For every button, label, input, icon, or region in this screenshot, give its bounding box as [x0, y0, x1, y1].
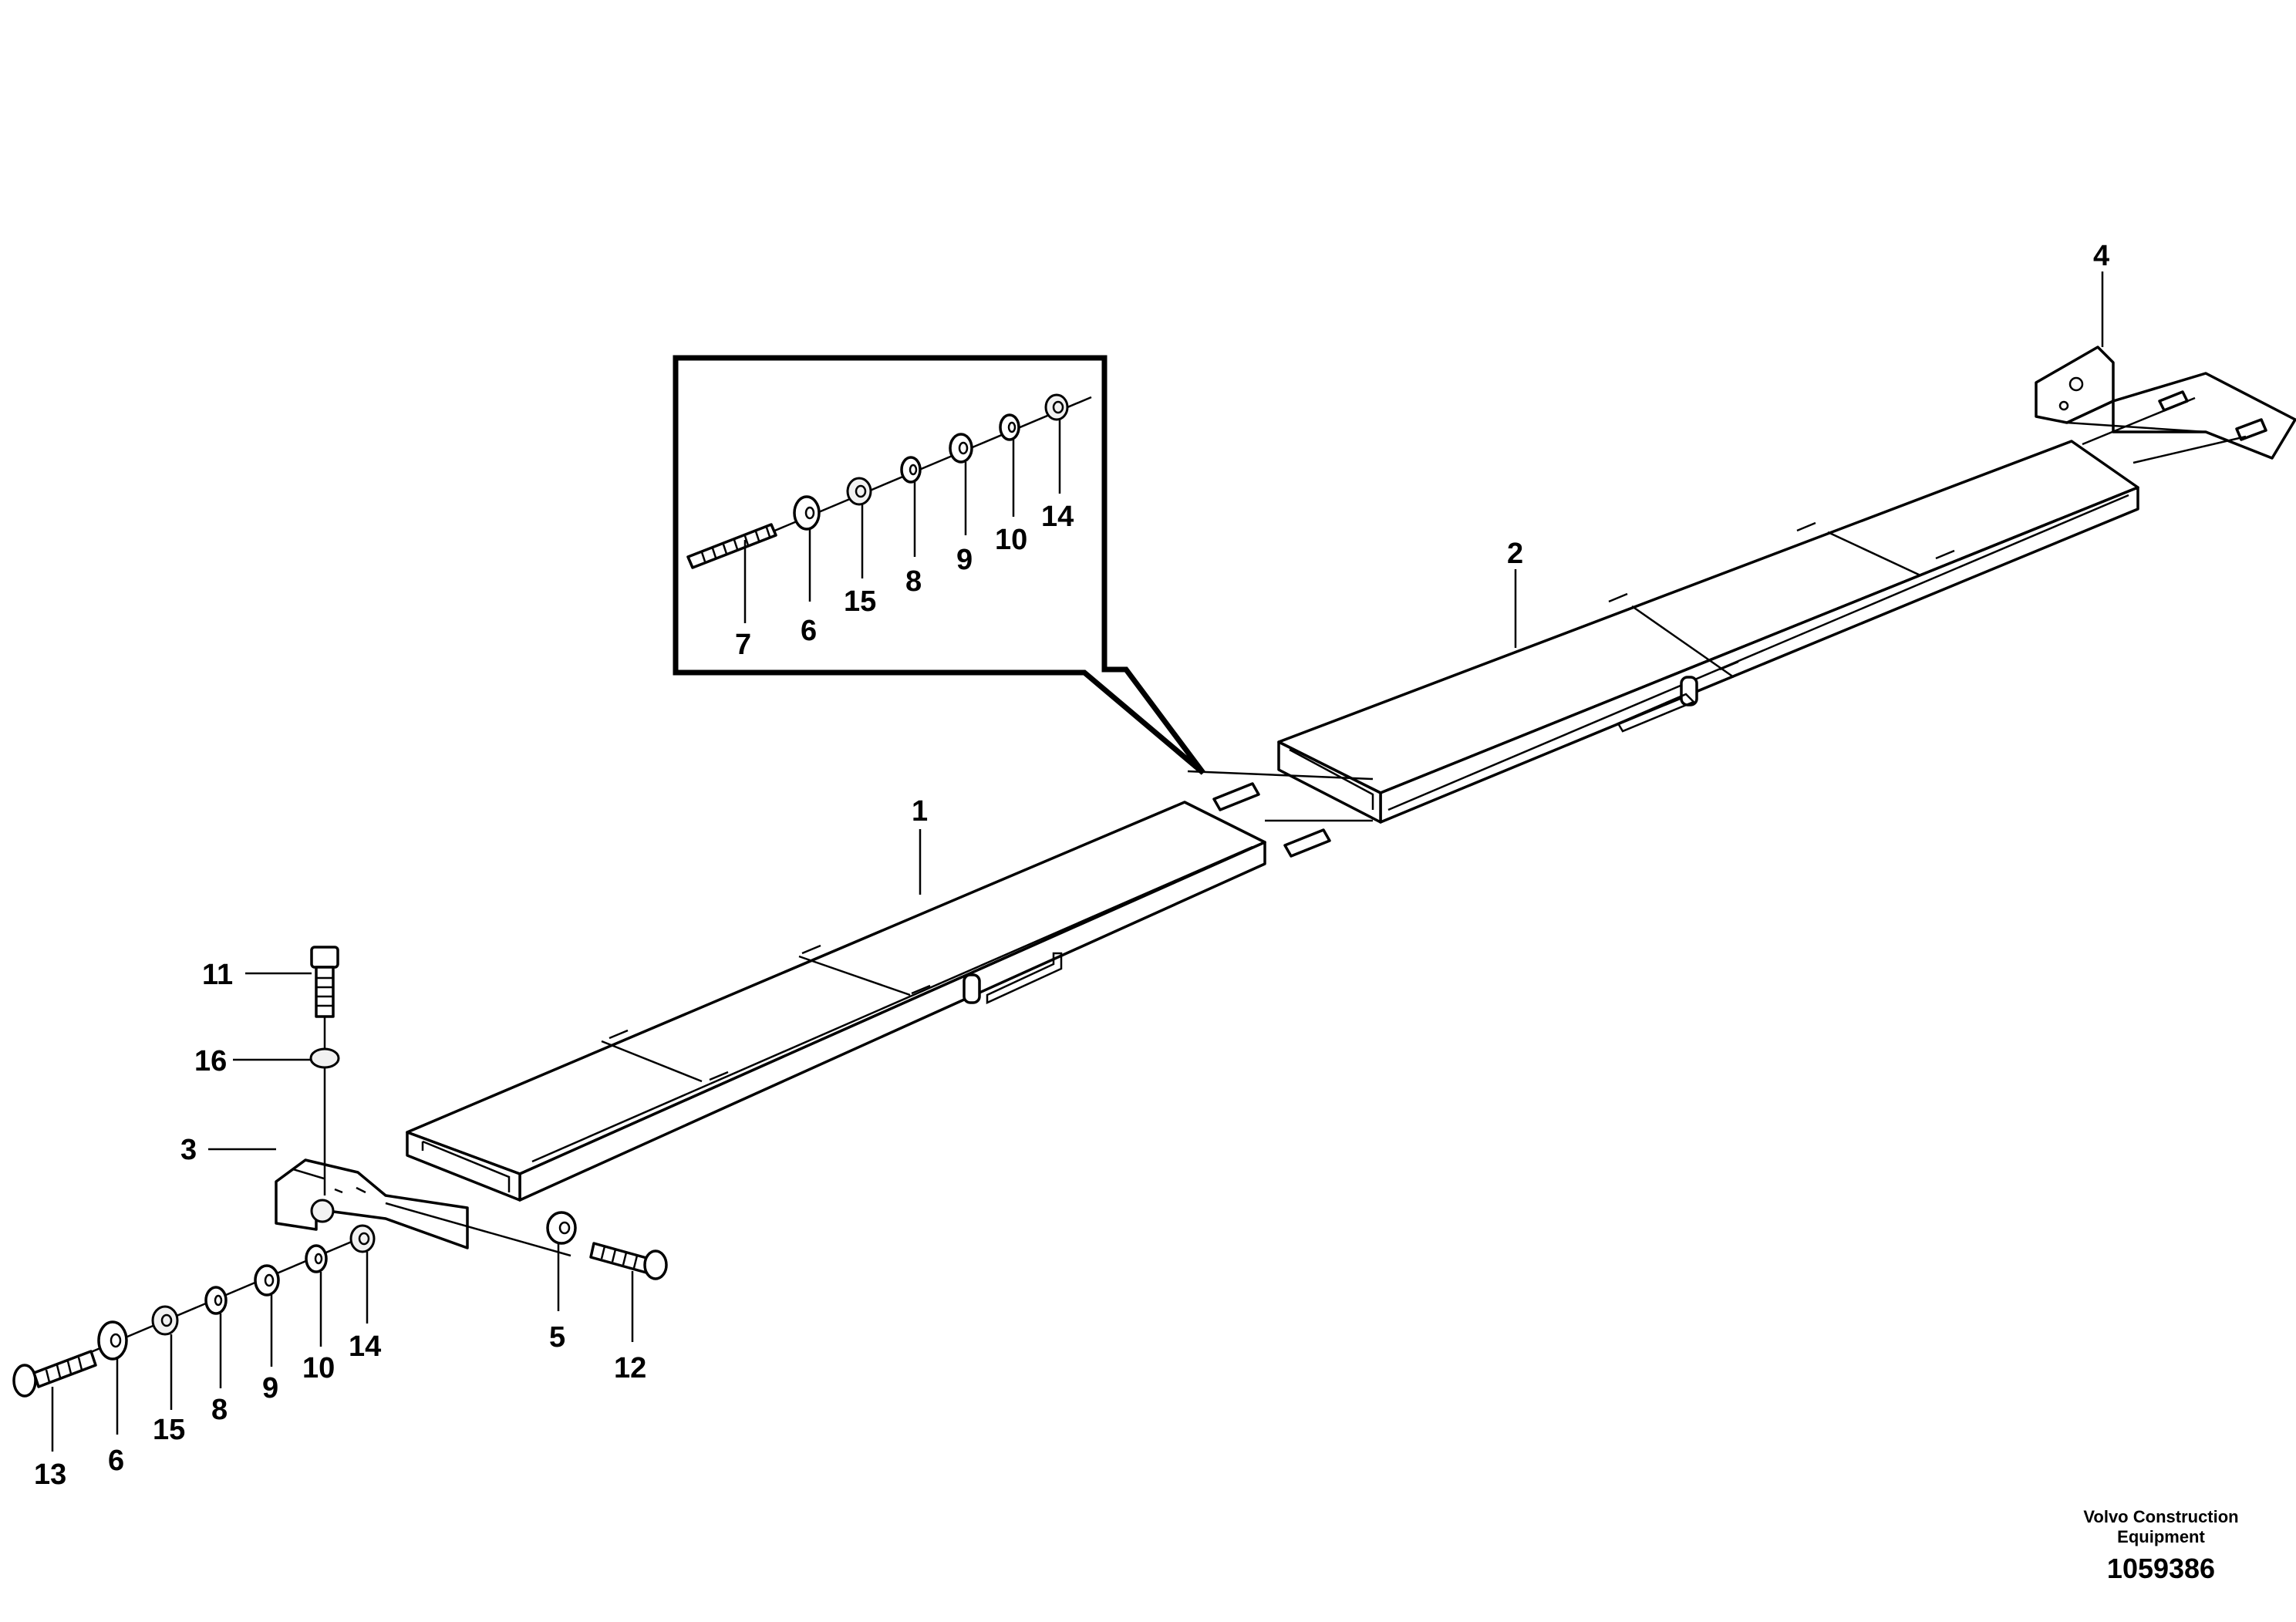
- nut-16-part: [309, 1047, 340, 1069]
- figure-number: 1059386: [2107, 1553, 2215, 1584]
- callout-3: 3: [180, 1134, 197, 1166]
- detail-stud-part: [686, 523, 777, 569]
- guide-rail-section-1: [406, 801, 1266, 1202]
- washer-6-part: [97, 1320, 128, 1361]
- callout-detail-7: 7: [735, 629, 751, 661]
- bracket-4-part: [2035, 346, 2296, 464]
- bottom-fastener-stack: [12, 1224, 376, 1398]
- callout-13: 13: [34, 1458, 66, 1491]
- callout-12: 12: [614, 1352, 646, 1384]
- company-name-line1: Volvo Construction: [2083, 1507, 2238, 1526]
- callout-4: 4: [2093, 240, 2109, 272]
- nut-15-part: [151, 1305, 179, 1336]
- callout-15: 15: [153, 1414, 185, 1446]
- washer-9-part: [254, 1264, 280, 1297]
- callout-10: 10: [302, 1352, 335, 1384]
- callout-detail-9: 9: [956, 544, 973, 576]
- washer-5-part: [546, 1211, 577, 1245]
- callout-1: 1: [912, 795, 928, 828]
- leader-lines: [51, 271, 2104, 1452]
- bolt-12-part: [589, 1242, 668, 1280]
- callout-9: 9: [262, 1372, 278, 1404]
- footer-block: Volvo Construction Equipment 1059386: [2083, 1507, 2238, 1584]
- detail-inset-frame: [673, 355, 1205, 775]
- callout-11: 11: [202, 959, 233, 991]
- callout-2: 2: [1507, 538, 1523, 570]
- detail-inset: 7 6 15 8 9 10 14: [673, 355, 1205, 775]
- callout-detail-14: 14: [1041, 501, 1074, 533]
- bolt-11-part: [310, 946, 339, 1195]
- guide-rail-section-2: [1277, 440, 2139, 824]
- callout-5: 5: [549, 1321, 565, 1354]
- detail-nut: [846, 477, 872, 506]
- callout-detail-15: 15: [844, 585, 876, 618]
- callout-detail-6: 6: [801, 615, 817, 647]
- callout-14: 14: [349, 1330, 381, 1363]
- bolt-13-part: [12, 1350, 97, 1398]
- callout-detail-8: 8: [905, 565, 922, 598]
- callout-6: 6: [108, 1445, 124, 1477]
- callout-8: 8: [211, 1394, 228, 1426]
- company-name-line2: Equipment: [2117, 1527, 2205, 1546]
- callout-detail-10: 10: [995, 524, 1027, 556]
- connector-studs: [1187, 770, 1374, 858]
- callout-16: 16: [194, 1045, 227, 1077]
- detail-nut-14: [1044, 393, 1069, 421]
- detail-washer-9: [949, 433, 973, 464]
- nut-14-part: [349, 1224, 376, 1253]
